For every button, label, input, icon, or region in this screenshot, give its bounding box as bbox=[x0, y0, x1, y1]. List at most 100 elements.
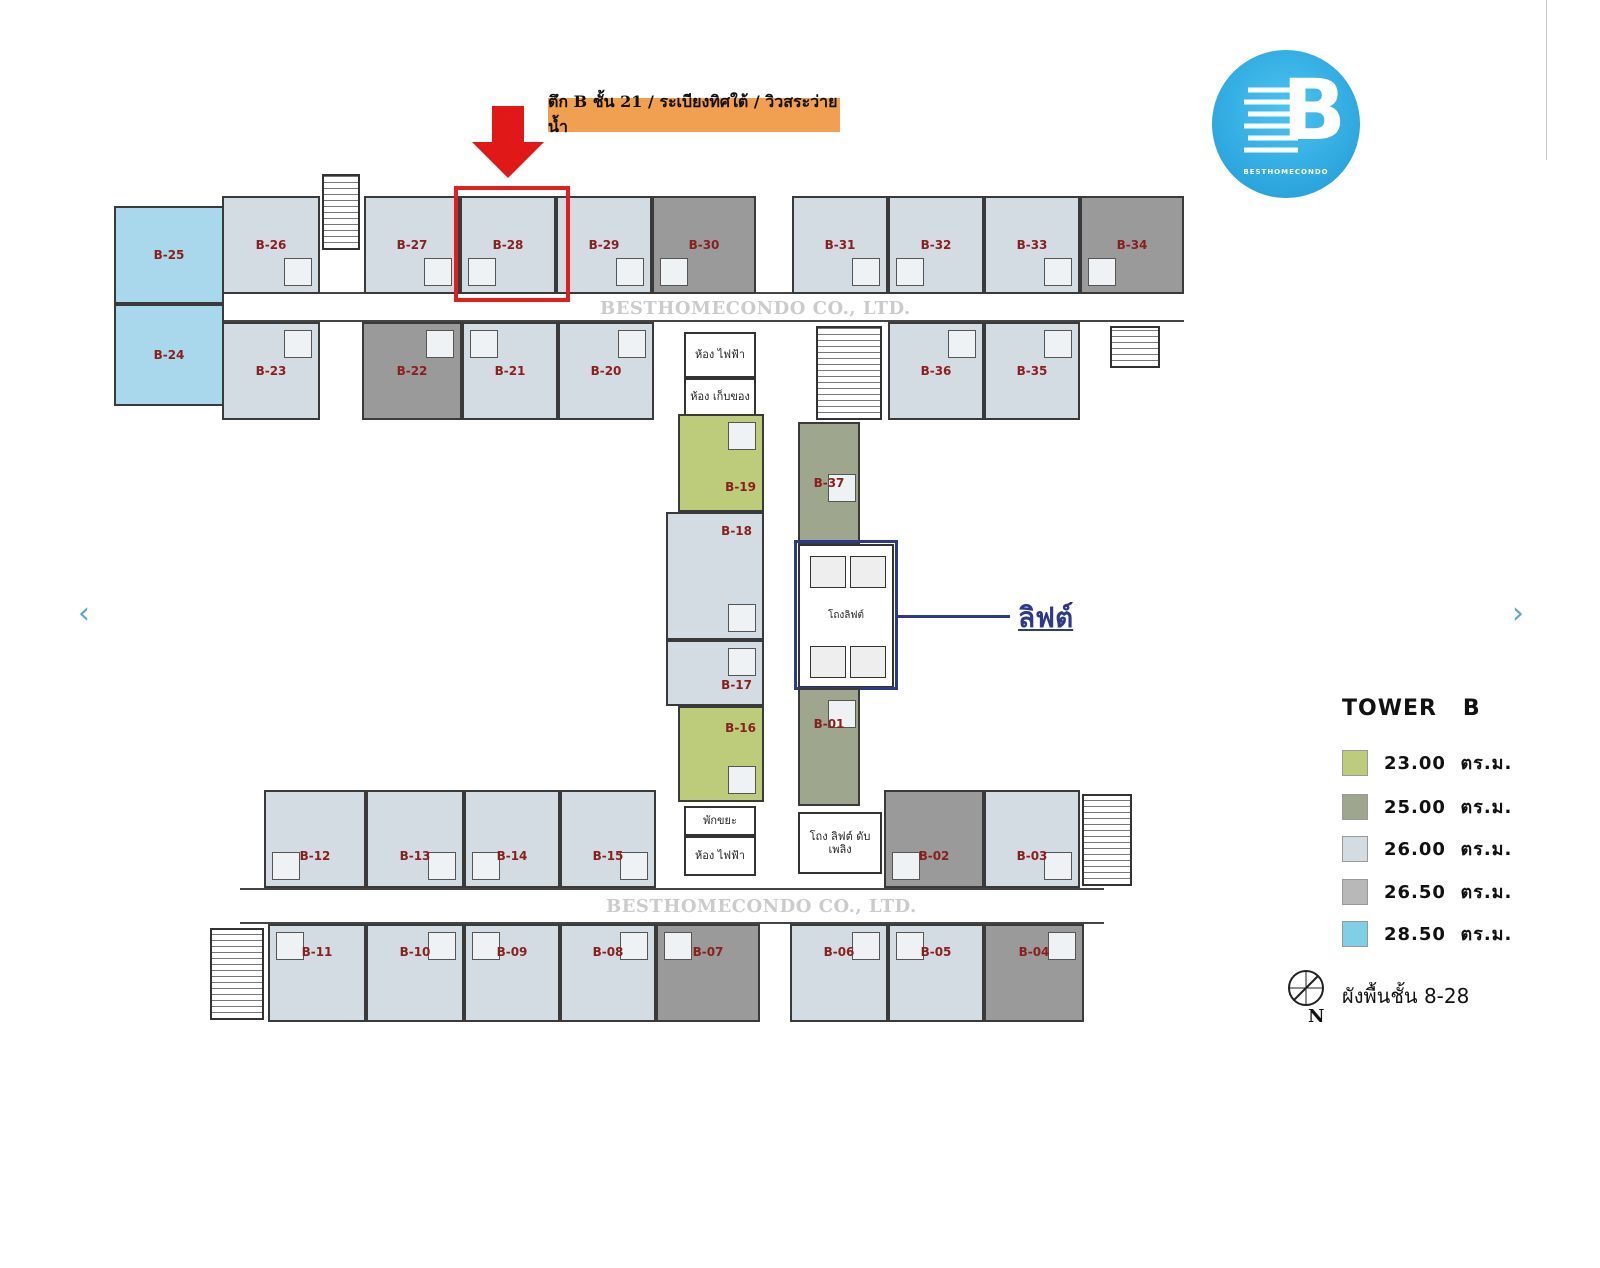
unit-label: B-16 bbox=[725, 721, 756, 736]
unit-b27[interactable]: B-27 bbox=[364, 196, 460, 294]
unit-b05[interactable]: B-05 bbox=[888, 924, 984, 1022]
unit-b36[interactable]: B-36 bbox=[888, 322, 984, 420]
unit-label: B-19 bbox=[725, 479, 756, 494]
unit-b06[interactable]: B-06 bbox=[790, 924, 888, 1022]
unit-b03[interactable]: B-03 bbox=[984, 790, 1080, 888]
unit-label: B-14 bbox=[496, 848, 528, 863]
unit-b20[interactable]: B-20 bbox=[558, 322, 654, 420]
unit-label: B-28 bbox=[492, 238, 524, 252]
compass-icon bbox=[1288, 970, 1324, 1006]
unit-b32[interactable]: B-32 bbox=[888, 196, 984, 294]
unit-label: B-17 bbox=[721, 678, 752, 693]
unit-b29[interactable]: B-29 bbox=[556, 196, 652, 294]
unit-b31[interactable]: B-31 bbox=[792, 196, 888, 294]
lift-hall: โถงลิฟต์ bbox=[798, 544, 894, 688]
unit-b12[interactable]: B-12 bbox=[264, 790, 366, 888]
prev-arrow-icon[interactable]: ‹ bbox=[78, 596, 90, 631]
trash-room: พักขยะ bbox=[684, 806, 756, 836]
elevator-icon bbox=[810, 556, 846, 588]
lift-callout: ลิฟต์ bbox=[1018, 601, 1074, 634]
unit-b24[interactable]: B-24 bbox=[114, 304, 224, 406]
unit-b01[interactable]: B-01 bbox=[798, 688, 860, 806]
compass-north: N bbox=[1308, 1006, 1325, 1027]
unit-b17[interactable]: B-17 bbox=[666, 640, 764, 706]
unit-b21[interactable]: B-21 bbox=[462, 322, 558, 420]
unit-label: B-36 bbox=[920, 364, 952, 378]
title-banner-text: ตึก B ชั้น 21 / ระเบียงทิศใต้ / วิวสระว่… bbox=[548, 92, 838, 136]
unit-label: B-33 bbox=[1016, 238, 1048, 252]
unit-b14[interactable]: B-14 bbox=[464, 790, 560, 888]
unit-label: B-11 bbox=[301, 945, 333, 960]
unit-label: B-08 bbox=[592, 945, 624, 960]
legend-label: 28.50 ตร.ม. bbox=[1384, 924, 1513, 945]
electric-room-2: ห้อง ไฟฟ้า bbox=[684, 836, 756, 876]
unit-label: B-02 bbox=[918, 848, 950, 863]
unit-b02[interactable]: B-02 bbox=[884, 790, 984, 888]
legend-item-28-5: 28.50 ตร.ม. bbox=[1342, 919, 1512, 948]
logo-letter: B bbox=[1282, 61, 1347, 159]
legend-label: 26.00 ตร.ม. bbox=[1384, 839, 1513, 860]
watermark-bottom: BESTHOMECONDO CO., LTD. bbox=[606, 896, 917, 917]
unit-b11[interactable]: B-11 bbox=[268, 924, 366, 1022]
unit-b33[interactable]: B-33 bbox=[984, 196, 1080, 294]
unit-b04[interactable]: B-04 bbox=[984, 924, 1084, 1022]
unit-b16[interactable]: B-16 bbox=[678, 706, 764, 802]
unit-b10[interactable]: B-10 bbox=[366, 924, 464, 1022]
unit-label: B-20 bbox=[590, 364, 622, 378]
unit-b30[interactable]: B-30 bbox=[652, 196, 756, 294]
unit-label: B-01 bbox=[813, 717, 845, 732]
unit-b23[interactable]: B-23 bbox=[222, 322, 320, 420]
unit-b19[interactable]: B-19 bbox=[678, 414, 764, 512]
unit-label: B-25 bbox=[153, 248, 185, 262]
unit-label: B-32 bbox=[920, 238, 952, 252]
unit-label: B-05 bbox=[920, 945, 952, 960]
unit-b15[interactable]: B-15 bbox=[560, 790, 656, 888]
electric-room-1: ห้อง ไฟฟ้า bbox=[684, 332, 756, 378]
unit-b07[interactable]: B-07 bbox=[656, 924, 760, 1022]
fire-lift-hall: โถง ลิฟต์ ดับเพลิง bbox=[798, 812, 882, 874]
unit-b25[interactable]: B-25 bbox=[114, 206, 224, 304]
unit-b26[interactable]: B-26 bbox=[222, 196, 320, 294]
legend-item-25: 25.00 ตร.ม. bbox=[1342, 792, 1512, 821]
legend-item-26-5: 26.50 ตร.ม. bbox=[1342, 877, 1512, 906]
legend-label: 26.50 ตร.ม. bbox=[1384, 882, 1513, 903]
unit-label: B-13 bbox=[399, 848, 431, 863]
legend-title: TOWER B bbox=[1342, 696, 1481, 721]
unit-label: B-21 bbox=[494, 364, 526, 378]
unit-label: B-10 bbox=[399, 945, 431, 960]
floor-range-label: ผังพื้นชั้น 8-28 bbox=[1342, 984, 1470, 1008]
unit-b08[interactable]: B-08 bbox=[560, 924, 656, 1022]
red-arrow-icon bbox=[472, 106, 544, 178]
unit-b18[interactable]: B-18 bbox=[666, 512, 764, 640]
unit-b37[interactable]: B-37 bbox=[798, 422, 860, 544]
unit-b35[interactable]: B-35 bbox=[984, 322, 1080, 420]
legend-label: 25.00 ตร.ม. bbox=[1384, 797, 1513, 818]
elevator-icon bbox=[850, 646, 886, 678]
unit-label: B-18 bbox=[721, 524, 752, 539]
unit-label: B-27 bbox=[396, 238, 428, 252]
unit-label: B-30 bbox=[688, 238, 720, 252]
legend-item-23: 23.00 ตร.ม. bbox=[1342, 748, 1512, 777]
watermark-top: BESTHOMECONDO CO., LTD. bbox=[600, 298, 911, 319]
storage-room: ห้อง เก็บของ bbox=[684, 378, 756, 416]
unit-label: B-23 bbox=[255, 364, 287, 378]
unit-label: B-07 bbox=[692, 945, 724, 960]
unit-b22[interactable]: B-22 bbox=[362, 322, 462, 420]
bottom-corridor bbox=[240, 888, 1104, 924]
besthomecondo-logo: B BESTHOMECONDO bbox=[1212, 50, 1360, 198]
elevator-icon bbox=[850, 556, 886, 588]
unit-b28[interactable]: B-28 bbox=[460, 196, 556, 294]
legend-swatch bbox=[1342, 878, 1368, 905]
title-banner: ตึก B ชั้น 21 / ระเบียงทิศใต้ / วิวสระว่… bbox=[548, 92, 840, 136]
unit-b34[interactable]: B-34 bbox=[1080, 196, 1184, 294]
unit-label: B-29 bbox=[588, 238, 620, 252]
unit-b09[interactable]: B-09 bbox=[464, 924, 560, 1022]
stair-top-left bbox=[322, 174, 360, 250]
next-arrow-icon[interactable]: › bbox=[1512, 596, 1524, 631]
unit-label: B-15 bbox=[592, 848, 624, 863]
unit-b13[interactable]: B-13 bbox=[366, 790, 464, 888]
legend-item-26: 26.00 ตร.ม. bbox=[1342, 834, 1512, 863]
unit-label: B-03 bbox=[1016, 848, 1048, 863]
unit-label: B-35 bbox=[1016, 364, 1048, 378]
unit-label: B-31 bbox=[824, 238, 856, 252]
